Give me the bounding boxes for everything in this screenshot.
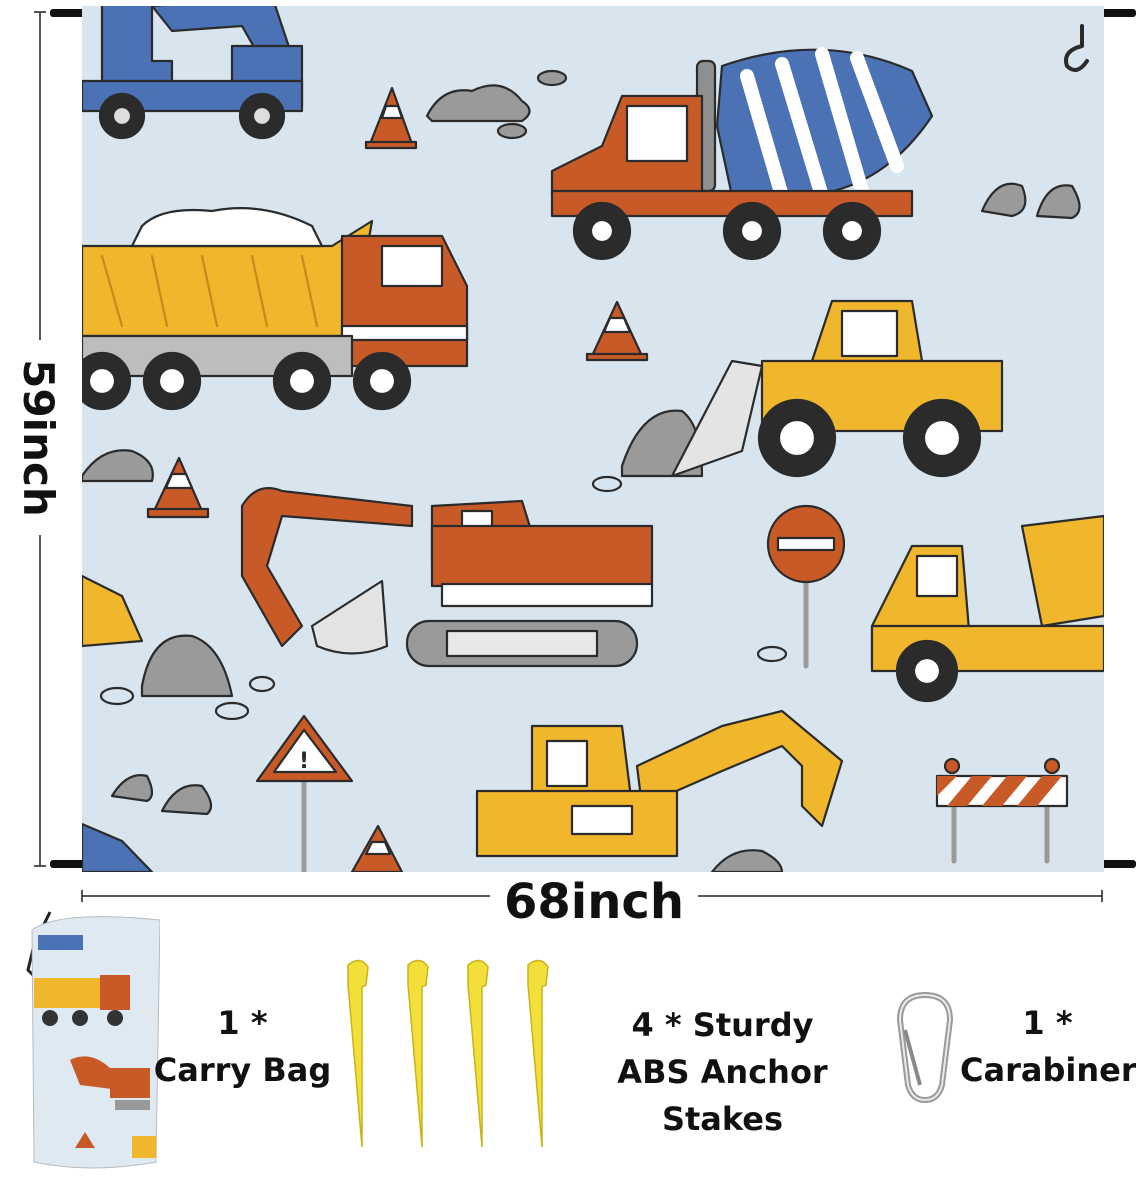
- stake-icon: [407, 959, 429, 1148]
- carabiner-caption-line1: 1 *: [1022, 1004, 1073, 1042]
- carry-bag-caption: 1 * Carry Bag: [150, 1000, 335, 1094]
- carabiner-image: [890, 990, 960, 1105]
- hanging-bar-bottom-right: [1098, 860, 1136, 868]
- stakes-image: [340, 955, 580, 1155]
- road-barrier-illustration: [935, 757, 1069, 864]
- carabiner-caption: 1 * Carabiner: [960, 1000, 1136, 1094]
- height-dimension: 59inch: [0, 0, 80, 880]
- dump-truck-partial-illustration: [82, 574, 144, 648]
- dump-truck-illustration: [82, 207, 469, 411]
- svg-text:!: !: [299, 749, 309, 774]
- carry-bag-illustration: [26, 911, 161, 1169]
- picnic-mat: !: [82, 6, 1104, 872]
- traffic-cone-illustration: [350, 824, 404, 872]
- carry-bag-caption-line2: Carry Bag: [153, 1051, 332, 1089]
- hanging-bar-top-right: [1098, 9, 1136, 17]
- excavator-illustration: [475, 709, 844, 858]
- width-label: 68inch: [503, 874, 685, 930]
- construction-pattern: !: [82, 6, 1104, 872]
- carabiner-icon: [896, 991, 954, 1104]
- stake-icon: [527, 959, 549, 1148]
- stake-icon: [467, 959, 489, 1148]
- crane-truck-illustration: [82, 6, 304, 140]
- cement-mixer-illustration: [550, 47, 934, 261]
- stake-icon: [347, 959, 369, 1148]
- carabiner-caption-line2: Carabiner: [960, 1051, 1136, 1089]
- traffic-cone-illustration: [146, 456, 210, 519]
- height-label: 59inch: [14, 359, 63, 517]
- warning-sign-illustration: !: [255, 714, 354, 872]
- dump-truck-illustration: [870, 514, 1104, 703]
- carry-bag-caption-line1: 1 *: [217, 1004, 268, 1042]
- stakes-caption-line2: ABS Anchor Stakes: [617, 1053, 828, 1138]
- carry-bag-image: [20, 900, 161, 1175]
- bulldozer-illustration: [670, 299, 1004, 478]
- stakes-illustration: [347, 959, 549, 1148]
- width-dimension: 68inch: [80, 874, 1110, 934]
- stakes-caption-line1: 4 * Sturdy: [631, 1006, 814, 1044]
- hanging-bar-top-left: [50, 9, 100, 17]
- rocks-illustration: [82, 69, 1081, 872]
- crane-hook-illustration: [1064, 24, 1089, 72]
- traffic-cone-illustration: [364, 86, 418, 150]
- excavator-illustration: [240, 487, 654, 668]
- hanging-bar-bottom-left: [50, 860, 100, 868]
- crane-partial-illustration: [82, 822, 154, 872]
- traffic-cone-illustration: [585, 300, 649, 362]
- stop-sign-illustration: [766, 504, 846, 669]
- stakes-caption: 4 * Sturdy ABS Anchor Stakes: [555, 1002, 890, 1143]
- height-dimension-line: [34, 11, 46, 867]
- width-dimension-line: [81, 890, 1103, 902]
